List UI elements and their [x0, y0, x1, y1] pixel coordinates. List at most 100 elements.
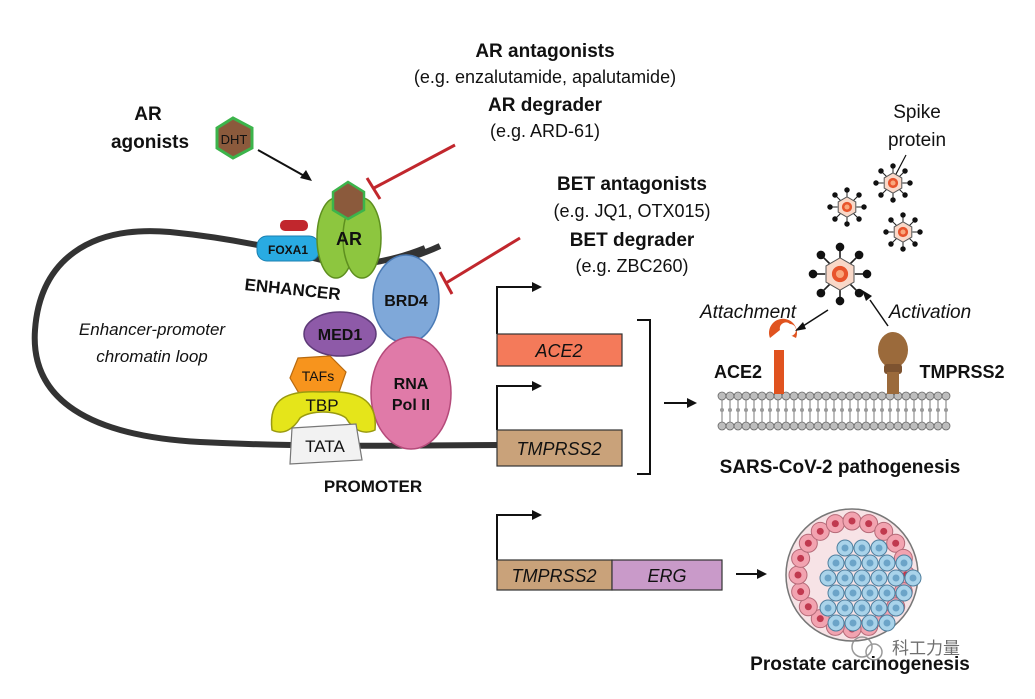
- lipid-core: [840, 408, 844, 412]
- lipid-head: [893, 421, 903, 431]
- virus-particle-large: [808, 242, 872, 306]
- tumor-cell-nucleus: [849, 589, 857, 597]
- lipid-head: [861, 391, 871, 401]
- tata-label: TATA: [305, 437, 345, 456]
- tmprss2-tss-arrowhead: [532, 381, 542, 391]
- spike-tip: [832, 192, 838, 198]
- lipid-head: [797, 391, 807, 401]
- tmprss2-gene-box: [496, 429, 623, 467]
- tumor-cell-nucleus: [824, 574, 832, 582]
- tumor-cell-nucleus: [900, 559, 908, 567]
- lipid-head: [749, 391, 759, 401]
- spike-tip: [844, 187, 850, 193]
- attachment-label: Attachment: [699, 302, 797, 323]
- spike-tip: [912, 217, 918, 223]
- attachment-arrowhead: [795, 322, 806, 331]
- spike-tip: [856, 216, 862, 222]
- tumor-cell-nucleus: [875, 574, 883, 582]
- ar-inhibition-line: [373, 143, 456, 190]
- lipid-head: [773, 421, 783, 431]
- spike-tip: [835, 296, 845, 306]
- bet-degrader-title: BET degrader: [570, 230, 695, 251]
- tmprss2-protease-stalk: [887, 372, 899, 394]
- lipid-core: [856, 408, 860, 412]
- pathogenesis-arrowhead: [687, 398, 697, 408]
- agonist-arrowhead: [300, 170, 312, 181]
- spike-pointer: [894, 154, 907, 177]
- lipid-head: [765, 421, 775, 431]
- ar-bound-dht-icon: [331, 180, 366, 221]
- tumor-cell-nucleus: [824, 604, 832, 612]
- lipid-head: [877, 421, 887, 431]
- lipid-core: [928, 408, 932, 412]
- lipid-head: [765, 391, 775, 401]
- lipid-head: [861, 421, 871, 431]
- med1-label: MED1: [318, 327, 363, 344]
- ace2-binding-pocket: [784, 324, 796, 336]
- tumor-cell-nucleus: [858, 574, 866, 582]
- cell-membrane: [717, 391, 951, 431]
- lipid-core: [888, 408, 892, 412]
- tumor-cell-nucleus: [883, 559, 891, 567]
- lipid-core: [896, 408, 900, 412]
- lipid-core: [944, 408, 948, 412]
- attachment-arrow: [799, 309, 829, 329]
- activation-arrowhead: [862, 290, 872, 301]
- tumor-cell-nucleus: [900, 589, 908, 597]
- lipid-core: [760, 408, 764, 412]
- lipid-core: [864, 408, 868, 412]
- spike-tip: [816, 250, 826, 260]
- tumor-cell-nucleus: [849, 559, 857, 567]
- agonist-arrow: [257, 149, 309, 179]
- prostate-carcinogenesis-label: Prostate carcinogenesis: [750, 654, 970, 675]
- virus-core-center: [900, 229, 906, 235]
- tumor-cell-nucleus: [841, 574, 849, 582]
- bet-degrader-example: (e.g. ZBC260): [575, 256, 688, 276]
- lipid-head: [837, 391, 847, 401]
- enhancer-label: ENHANCER: [244, 275, 342, 304]
- lipid-head: [821, 391, 831, 401]
- spike-tip: [854, 288, 864, 298]
- rna-pol-label-2: Pol II: [392, 397, 430, 414]
- prostate-gland-icon: [785, 508, 922, 642]
- lipid-head: [925, 421, 935, 431]
- bet-inhibition-line: [445, 236, 521, 285]
- lipid-core: [808, 408, 812, 412]
- tumor-cell-nucleus: [858, 604, 866, 612]
- tumor-cell-nucleus: [841, 604, 849, 612]
- ar-agonists-label-1: AR: [134, 104, 162, 125]
- lipid-core: [848, 408, 852, 412]
- gland-cell-nucleus: [816, 615, 824, 623]
- spike-tip: [900, 212, 906, 218]
- lipid-head: [813, 391, 823, 401]
- tbp-label: TBP: [305, 396, 338, 415]
- gland-cell-nucleus: [797, 554, 805, 562]
- lipid-head: [821, 421, 831, 431]
- lipid-head: [909, 391, 919, 401]
- tumor-cell-nucleus: [841, 544, 849, 552]
- lipid-core: [792, 408, 796, 412]
- spike-tip: [835, 242, 845, 252]
- gland-cell-nucleus: [804, 539, 812, 547]
- bet-inhibition-bar: [438, 271, 454, 295]
- lipid-head: [789, 421, 799, 431]
- foxa1-label: FOXA1: [268, 243, 308, 257]
- lipid-head: [797, 421, 807, 431]
- promoter-label: PROMOTER: [324, 477, 422, 496]
- dht-ligand-icon: [215, 116, 254, 160]
- tata-box: [289, 423, 363, 465]
- virus-core-center: [844, 204, 850, 210]
- ace2-gene-box: [496, 333, 623, 367]
- lipid-head: [845, 421, 855, 431]
- tumor-cell-nucleus: [866, 589, 874, 597]
- lipid-core: [936, 408, 940, 412]
- sars-cov-2-pathogenesis-label: SARS-CoV-2 pathogenesis: [720, 457, 961, 478]
- tumor-cell-nucleus: [909, 574, 917, 582]
- tumor-cell-nucleus: [875, 544, 883, 552]
- activation-label: Activation: [888, 302, 971, 323]
- lipid-core: [920, 408, 924, 412]
- spike-tip: [873, 180, 879, 186]
- spike-tip: [878, 168, 884, 174]
- tbp-protein: [270, 390, 376, 433]
- lipid-head: [741, 421, 751, 431]
